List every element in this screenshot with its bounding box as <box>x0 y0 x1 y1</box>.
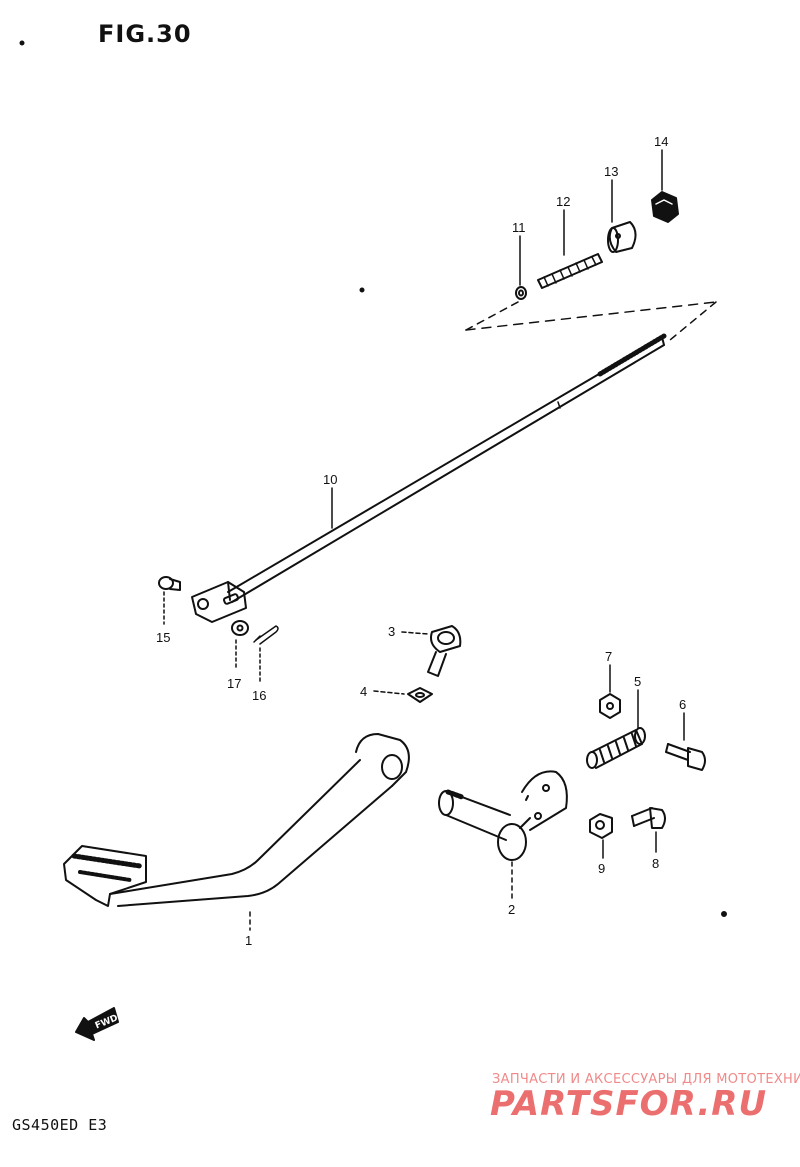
part-12-spring <box>537 253 603 289</box>
callout-9: 9 <box>598 861 605 876</box>
callout-12: 12 <box>556 194 570 209</box>
part-15-clevis-pin <box>158 576 181 591</box>
callout-1: 1 <box>245 933 252 948</box>
callout-14: 14 <box>654 134 668 149</box>
part-1-gearshift-pedal <box>63 733 410 907</box>
callout-11: 11 <box>512 220 526 235</box>
speck-mark <box>721 911 727 917</box>
part-7-nut <box>599 693 621 719</box>
callout-3: 3 <box>388 624 395 639</box>
watermark-logo: PARTSFOR.RU <box>490 1084 768 1124</box>
callout-2: 2 <box>508 902 515 917</box>
part-13-collar <box>607 221 637 253</box>
speck-mark <box>19 40 25 46</box>
part-9-nut <box>589 813 613 839</box>
part-16-cotter-pin <box>253 625 279 645</box>
rod-end-clevis <box>191 581 247 623</box>
watermark-caption: ЗАПЧАСТИ И АКСЕССУАРЫ ДЛЯ МОТОТЕХНИКИ <box>492 1072 800 1087</box>
leader-lines <box>163 149 685 931</box>
part-8-bolt <box>631 807 666 829</box>
callout-4: 4 <box>360 684 367 699</box>
speck-mark <box>359 287 365 293</box>
callout-5: 5 <box>634 674 641 689</box>
part-5-return-spring <box>586 727 646 769</box>
part-3-bolt <box>427 625 462 677</box>
callout-7: 7 <box>605 649 612 664</box>
callout-10: 10 <box>323 472 337 487</box>
model-code: GS450ED E3 <box>12 1116 108 1134</box>
fwd-arrow-icon <box>75 1007 119 1041</box>
callout-15: 15 <box>156 630 170 645</box>
part-10-shift-rod <box>227 333 667 603</box>
part-2-shift-arm <box>438 770 568 861</box>
callout-labels: 1 2 3 4 5 6 7 8 9 10 11 12 13 14 15 16 1… <box>156 134 686 948</box>
callout-13: 13 <box>604 164 618 179</box>
part-6-bolt <box>665 743 706 771</box>
figure-title: FIG.30 <box>98 20 192 48</box>
assembly-guide-lines <box>465 301 717 341</box>
part-17-washer <box>231 620 249 636</box>
part-11-washer <box>515 286 527 300</box>
callout-16: 16 <box>252 688 266 703</box>
part-4-washer <box>407 687 433 703</box>
callout-6: 6 <box>679 697 686 712</box>
callout-17: 17 <box>227 676 241 691</box>
part-14-nut <box>651 191 679 223</box>
callout-8: 8 <box>652 856 659 871</box>
